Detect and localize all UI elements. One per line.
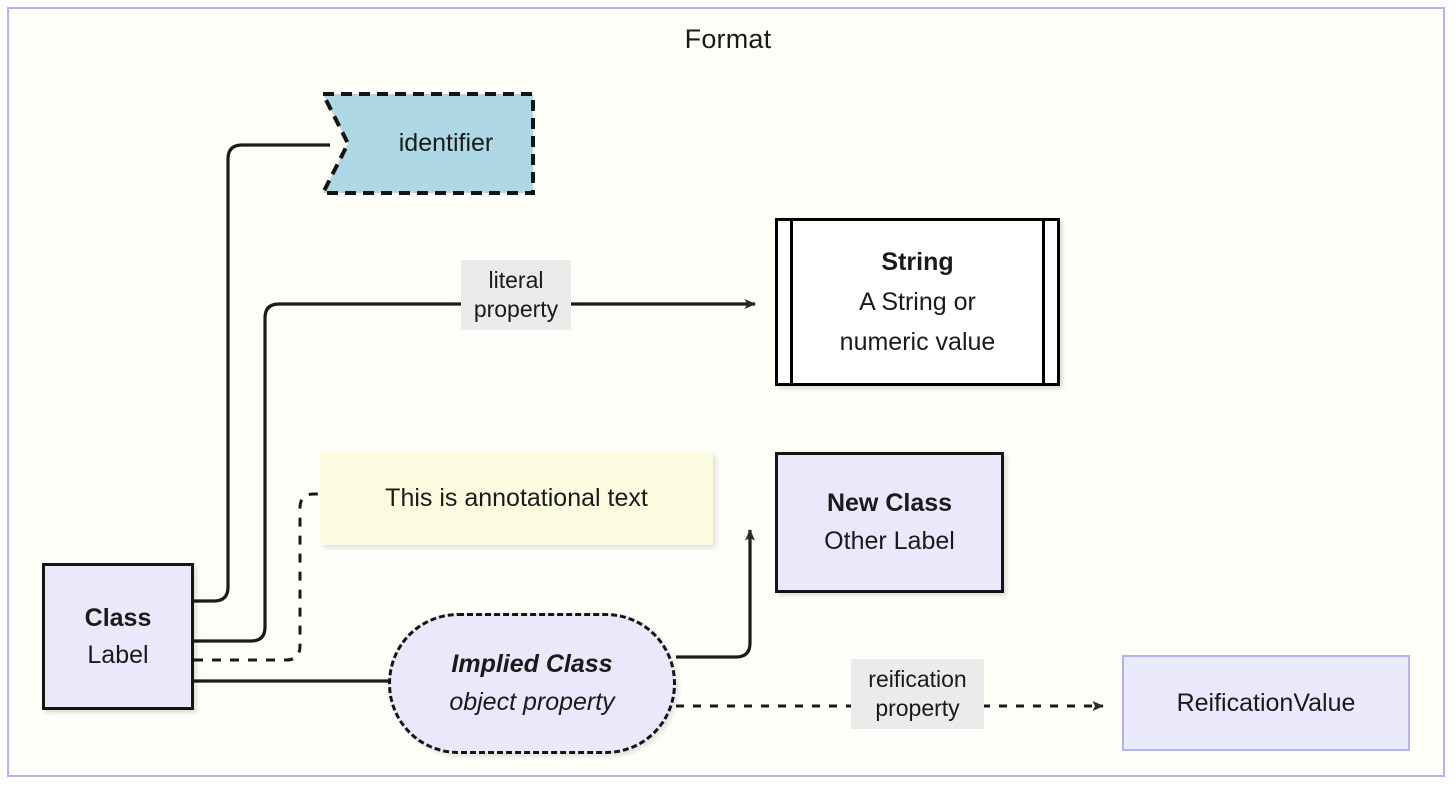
node-implied-class-title: Implied Class xyxy=(451,650,613,678)
node-new-class[interactable]: New Class Other Label xyxy=(775,452,1004,593)
node-new-class-title: New Class xyxy=(826,489,953,517)
node-annotation-note[interactable]: This is annotational text xyxy=(320,452,713,545)
node-string[interactable]: String A String or numeric value xyxy=(775,218,1060,386)
node-identifier[interactable]: identifier xyxy=(318,90,538,197)
node-string-subtitle-line2: numeric value xyxy=(839,328,996,356)
edge-label-reification-line2: property xyxy=(875,695,960,721)
tape-shape xyxy=(319,92,535,195)
node-class-title: Class xyxy=(84,604,152,633)
node-annotation-text: This is annotational text xyxy=(385,484,648,512)
subroutine-bar-right xyxy=(1042,221,1045,383)
node-implied-class[interactable]: Implied Class object property xyxy=(388,613,676,754)
node-reification-value-title: ReificationValue xyxy=(1176,688,1356,717)
node-class-subtitle: Label xyxy=(87,640,149,669)
edge-label-literal-line2: property xyxy=(473,296,559,322)
node-string-subtitle-line1: A String or xyxy=(859,288,976,316)
node-class[interactable]: Class Label xyxy=(42,563,194,710)
node-implied-class-subtitle: object property xyxy=(449,687,615,716)
page-title: Format xyxy=(684,24,772,54)
node-reification-value[interactable]: ReificationValue xyxy=(1122,655,1410,751)
node-string-title: String xyxy=(881,248,954,276)
edge-label-literal-line1: literal xyxy=(488,267,544,293)
node-identifier-label: identifier xyxy=(398,129,494,157)
edge-label-reification-property: reification property xyxy=(851,659,984,729)
edge-label-reification-line1: reification xyxy=(868,666,967,692)
node-new-class-subtitle: Other Label xyxy=(824,526,955,555)
edge-label-literal-property: literal property xyxy=(461,260,571,330)
subroutine-bar-left xyxy=(790,221,793,383)
